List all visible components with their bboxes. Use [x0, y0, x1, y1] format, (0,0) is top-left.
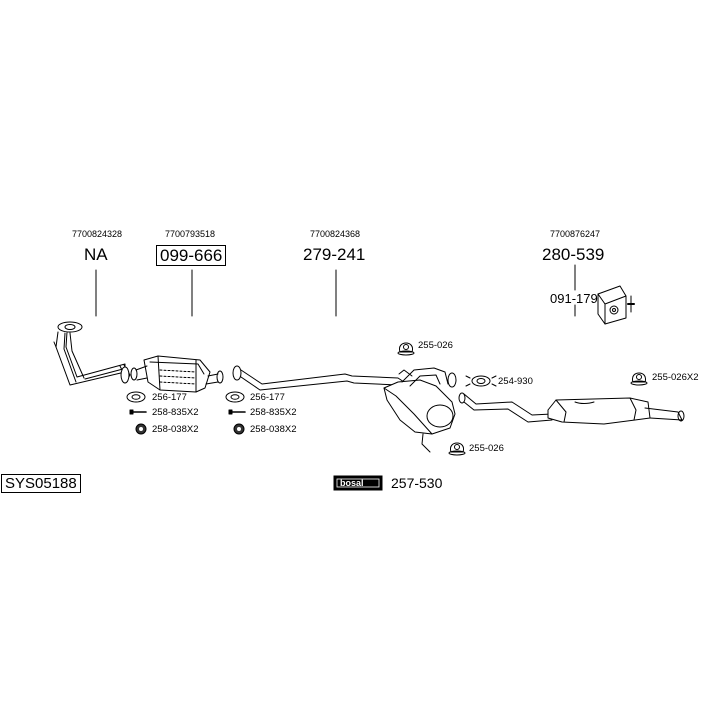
rubber-bottom-icon: [448, 442, 466, 456]
catalyst-oem: 7700793518: [165, 229, 216, 239]
front-pipe-drawing: [53, 321, 131, 386]
mount-bracket-drawing: [597, 285, 635, 325]
bolt-2-part[interactable]: 258-835X2: [250, 407, 297, 418]
mid-pipe-oem: 7700824368: [310, 229, 361, 239]
catalyst-part[interactable]: 099-666: [156, 245, 227, 266]
bosal-part[interactable]: 257-530: [391, 475, 443, 491]
rear-silencer-drawing: [458, 392, 685, 425]
gasket-1-icon: [126, 391, 146, 403]
nut-2-part[interactable]: 258-038X2: [250, 424, 297, 435]
front-pipe-oem: 7700824328: [72, 229, 123, 239]
mount-bracket-part[interactable]: 091-179: [550, 291, 598, 306]
rubber-rear-icon: [630, 372, 648, 386]
rubber-top-part[interactable]: 255-026: [418, 340, 453, 351]
gasket-2-icon: [225, 391, 245, 403]
clamp-icon: [465, 375, 497, 387]
rubber-bottom-part[interactable]: 255-026: [469, 443, 504, 454]
catalyst-drawing: [130, 355, 224, 393]
rear-box-oem: 7700876247: [550, 229, 601, 239]
nut-1-icon: [135, 423, 147, 435]
system-code: SYS05188: [1, 474, 81, 493]
rear-box-part[interactable]: 280-539: [542, 245, 605, 264]
nut-2-icon: [233, 423, 245, 435]
bosal-logo: [333, 475, 383, 491]
bosal-logo-text: bosal: [340, 478, 364, 488]
rubber-rear-part[interactable]: 255-026X2: [652, 372, 699, 383]
nut-1-part[interactable]: 258-038X2: [152, 424, 199, 435]
center-muffler-drawing: [383, 367, 457, 453]
bolt-1-part[interactable]: 258-835X2: [152, 407, 199, 418]
gasket-2-part[interactable]: 256-177: [250, 392, 285, 403]
mid-pipe-part[interactable]: 279-241: [303, 245, 366, 264]
bolt-1-icon: [129, 409, 147, 415]
mid-pipe-drawing: [232, 365, 405, 391]
front-pipe-part[interactable]: NA: [84, 245, 108, 264]
rubber-top-icon: [397, 342, 415, 356]
clamp-part[interactable]: 254-930: [498, 376, 533, 387]
gasket-1-part[interactable]: 256-177: [152, 392, 187, 403]
bolt-2-icon: [228, 409, 246, 415]
